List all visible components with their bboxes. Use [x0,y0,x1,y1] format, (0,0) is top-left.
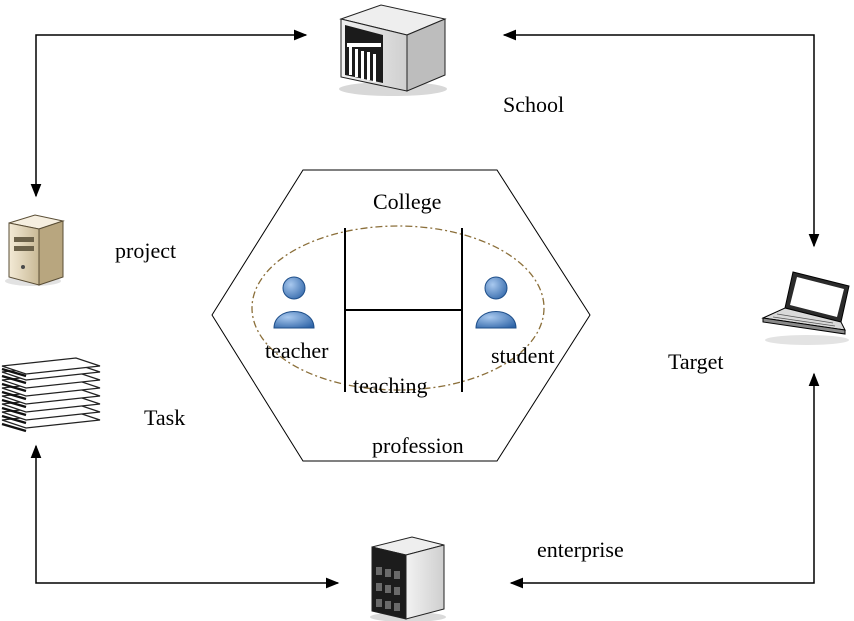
student-person-icon [475,276,517,329]
arrow-school-target [502,29,820,248]
college-label: College [373,189,442,214]
office-building-icon [370,536,446,621]
profession-label: profession [372,433,464,458]
server-tower-icon [5,214,65,286]
student-label: student [491,343,555,368]
school-label: School [503,92,565,117]
project-label: project [115,238,177,263]
school-building-icon [339,4,447,96]
arrow-school-project [30,29,308,198]
college-hexagon [211,169,591,462]
arrow-task-enterprise [30,444,340,589]
task-label: Task [144,405,186,430]
laptop-icon [761,271,850,345]
teaching-label: teaching [353,373,428,398]
paper-stack-icon [1,357,101,433]
arrow-target-enterprise [509,372,820,589]
teacher-person-icon [273,276,315,329]
enterprise-label: enterprise [537,537,624,562]
target-label: Target [668,349,724,374]
teacher-label: teacher [265,338,329,363]
inner-divider-lines [344,228,463,392]
teaching-ellipse [251,225,545,391]
